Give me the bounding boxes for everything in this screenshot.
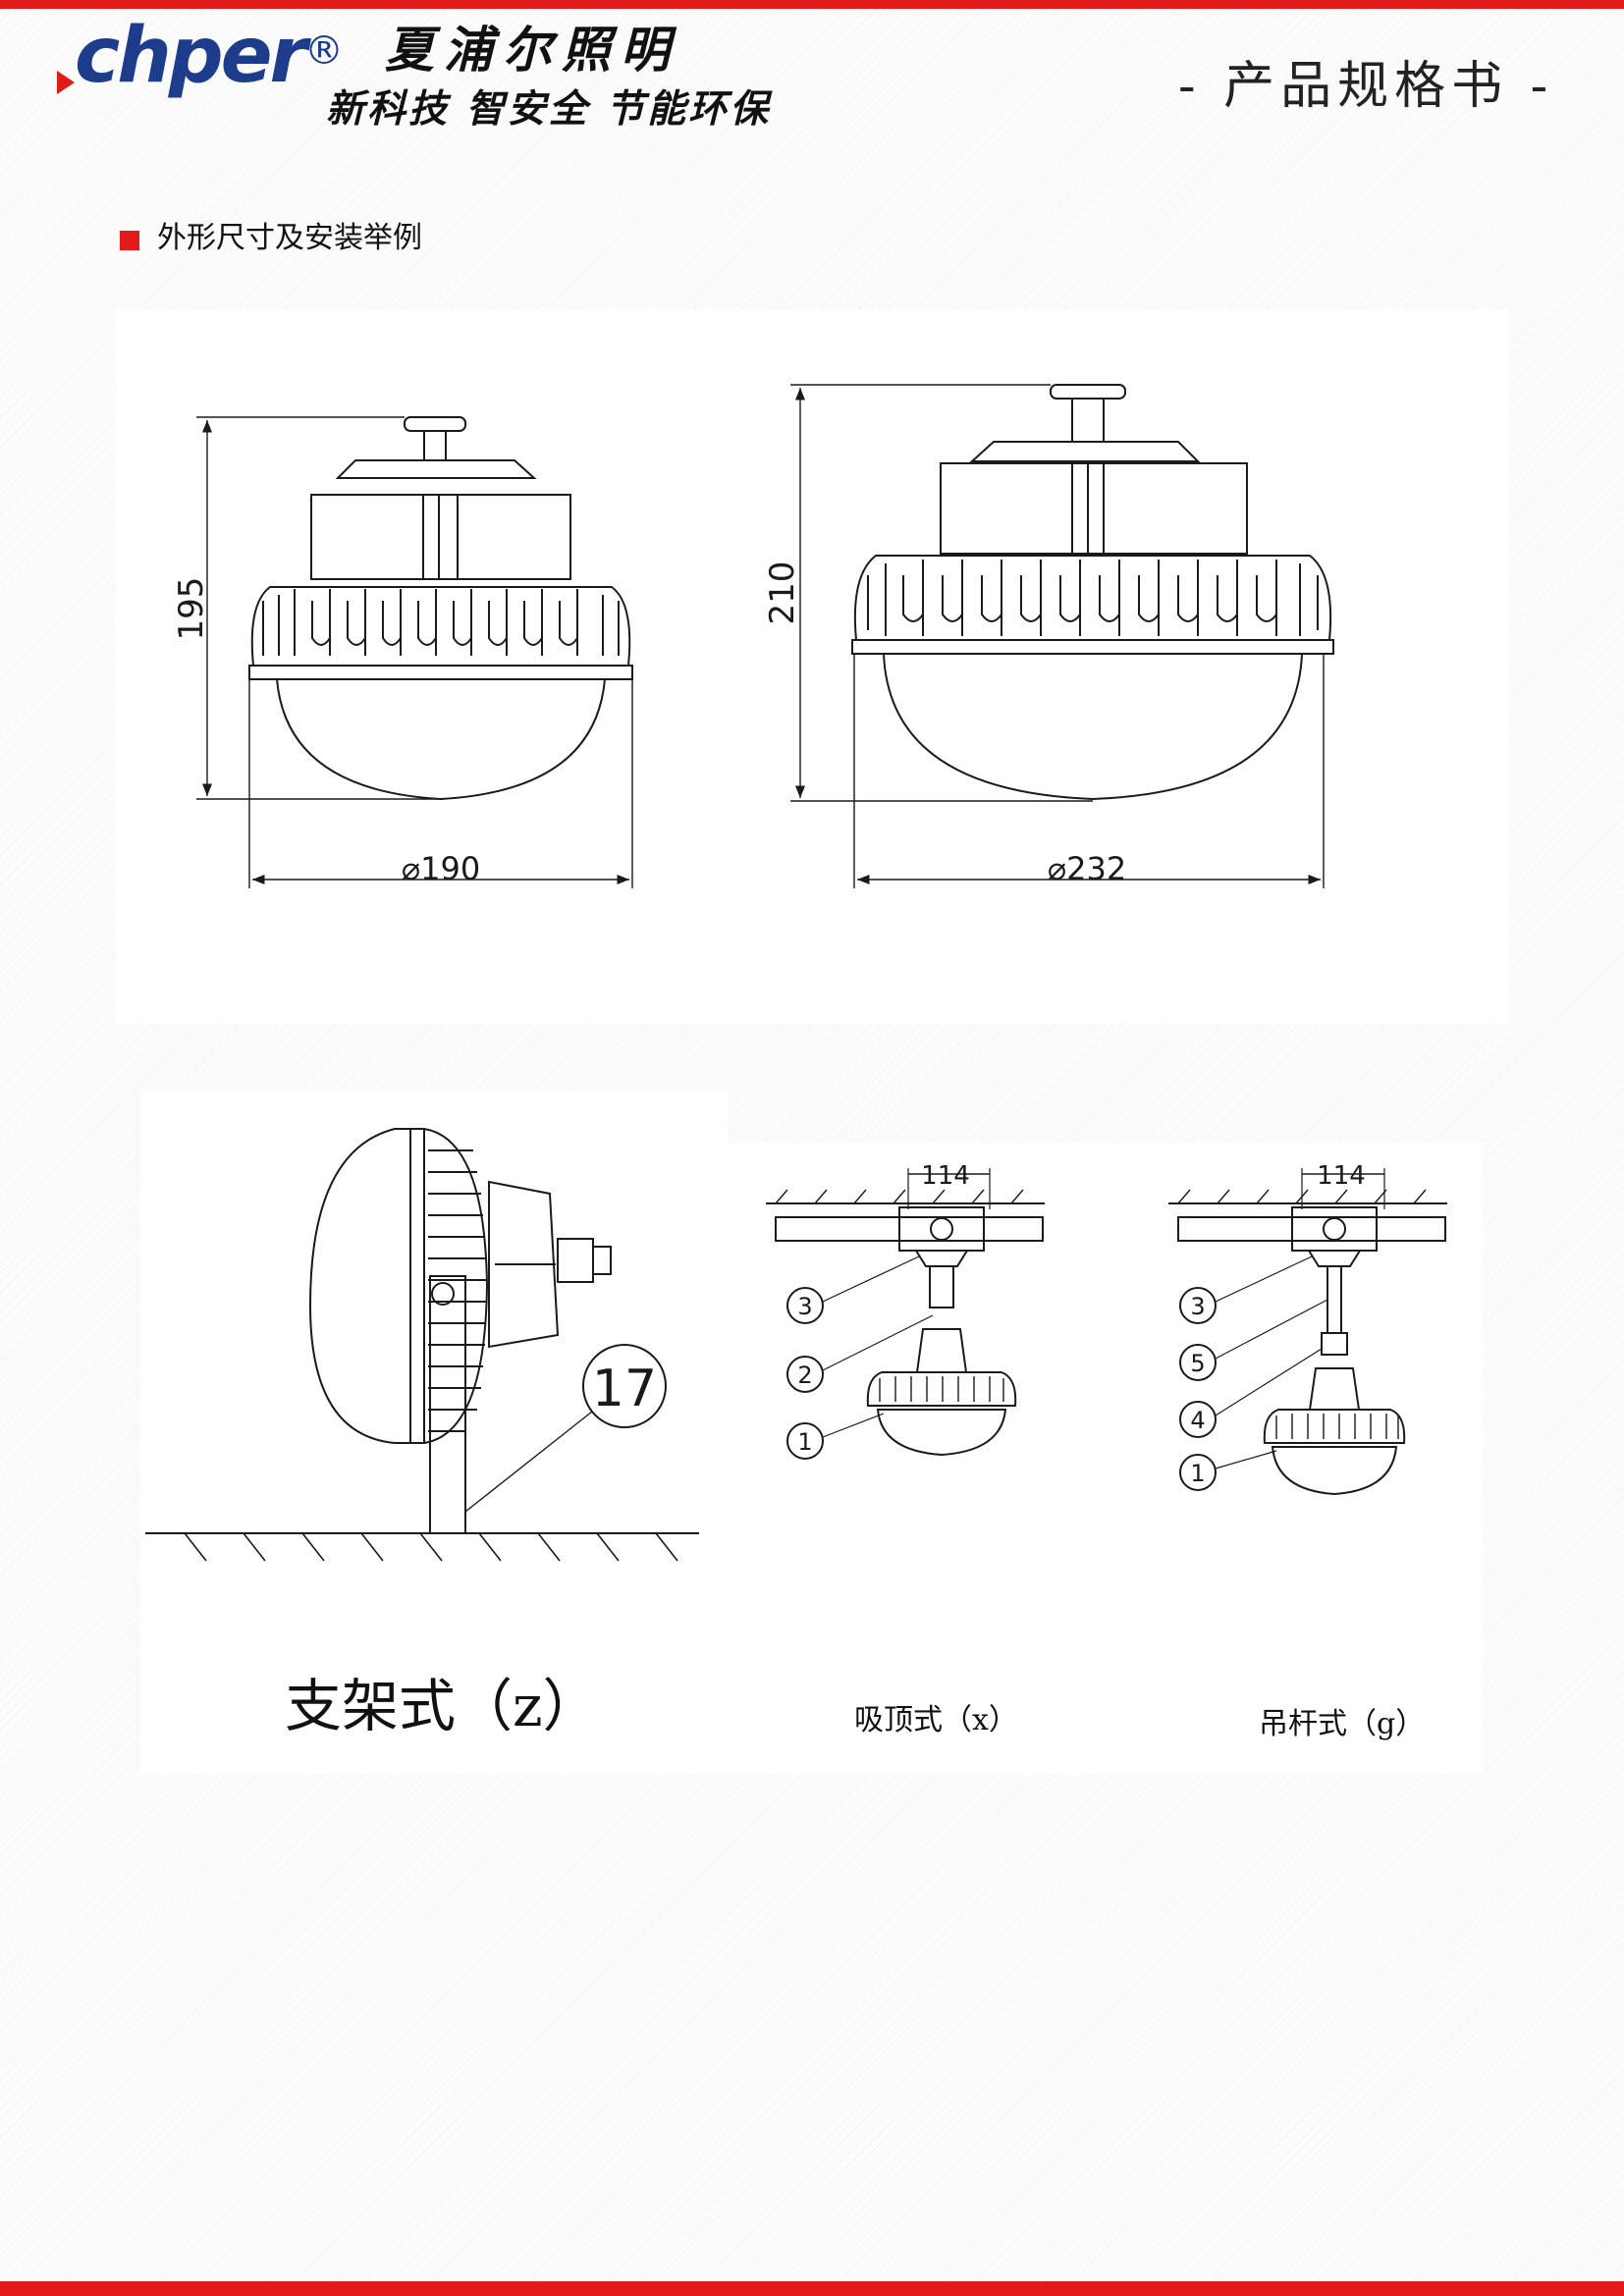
pendant-lamp-top [1308, 1367, 1361, 1411]
company-name: 夏浦尔照明 [385, 21, 679, 79]
pendant-beam [1177, 1216, 1446, 1242]
pendant-callout-5: 5 [1190, 1350, 1205, 1377]
ceiling-mount-caption: 吸顶式（x） [854, 1703, 1018, 1737]
lamp-b-rim [851, 639, 1334, 655]
callout-17-label: 17 [592, 1360, 657, 1418]
pendant-coupler [1321, 1332, 1348, 1356]
document-title: - 产品规格书 - [1178, 57, 1554, 116]
ceiling-callout-2: 2 [797, 1362, 812, 1389]
ceiling-mount-panel [727, 1143, 1483, 1775]
pendant-mount-plate [1291, 1206, 1378, 1252]
lamp-b-driver-box [940, 462, 1248, 555]
pendant-mount-caption: 吊杆式（g） [1259, 1707, 1425, 1741]
ceiling-width-label: 114 [921, 1161, 970, 1191]
lamp-b-heatsink [853, 555, 1332, 641]
ceiling-connector [929, 1265, 954, 1308]
bracket-post [429, 1275, 466, 1534]
pendant-callout-3: 3 [1190, 1293, 1205, 1320]
bracket-mount-panel [140, 1092, 728, 1775]
section-title: 外形尺寸及安装举例 [157, 221, 422, 255]
ceiling-mount-drawing [766, 1168, 1045, 1460]
side-cap [592, 1246, 612, 1275]
side-heatsink [423, 1128, 489, 1444]
ceiling-mount-plate [898, 1206, 985, 1252]
pendant-callout-4: 4 [1190, 1407, 1205, 1434]
pendant-lamp-heatsink [1263, 1409, 1406, 1444]
lamp-b-drawing [790, 384, 1334, 888]
lamp-a-shoulder [335, 459, 537, 479]
ceiling-lamp-heatsink [866, 1371, 1017, 1407]
ceiling-junction-box [914, 1250, 969, 1267]
lamp-a-height-label: 195 [172, 577, 211, 641]
pendant-rod [1326, 1265, 1342, 1334]
bracket-mount-caption: 支架式（z） [285, 1673, 600, 1739]
lamp-a-rim [248, 665, 633, 680]
registered-mark: ® [304, 28, 344, 74]
lamp-b-diameter-label: ⌀232 [1048, 850, 1126, 887]
company-slogan: 新科技 智安全 节能环保 [326, 86, 772, 132]
lamp-a-heatsink [250, 586, 631, 667]
bracket-pivot [431, 1282, 455, 1306]
pendant-mount-drawing [1168, 1168, 1447, 1496]
section-bullet-icon [120, 231, 139, 250]
pendant-width-label: 114 [1317, 1161, 1366, 1191]
bottom-accent-bar [0, 2281, 1624, 2296]
ceiling-lamp-top [915, 1328, 968, 1373]
side-diffuser [308, 1128, 410, 1444]
side-rim [409, 1128, 425, 1444]
side-driver-box [488, 1180, 560, 1349]
ceiling-callout-1: 1 [797, 1428, 812, 1456]
lamp-b-shoulder [969, 441, 1201, 462]
pendant-junction-box [1307, 1250, 1362, 1267]
ceiling-beam [775, 1216, 1044, 1242]
ceiling-callout-3: 3 [797, 1293, 812, 1320]
lamp-a-drawing [196, 416, 633, 888]
lamp-b-height-label: 210 [763, 561, 802, 625]
logo-arrow-icon [57, 71, 75, 94]
brand-logo: chper [75, 12, 307, 100]
callout-17-circle [582, 1344, 667, 1428]
pendant-callout-1: 1 [1190, 1460, 1205, 1487]
lamp-b-diffuser [883, 653, 1303, 801]
lamp-a-diameter-label: ⌀190 [402, 850, 480, 887]
bracket-mount-drawing [145, 1128, 699, 1562]
ceiling-lamp-diffuser [876, 1409, 1007, 1457]
pendant-lamp-diffuser [1271, 1446, 1398, 1496]
side-neck [557, 1238, 594, 1283]
top-accent-bar [0, 0, 1624, 9]
